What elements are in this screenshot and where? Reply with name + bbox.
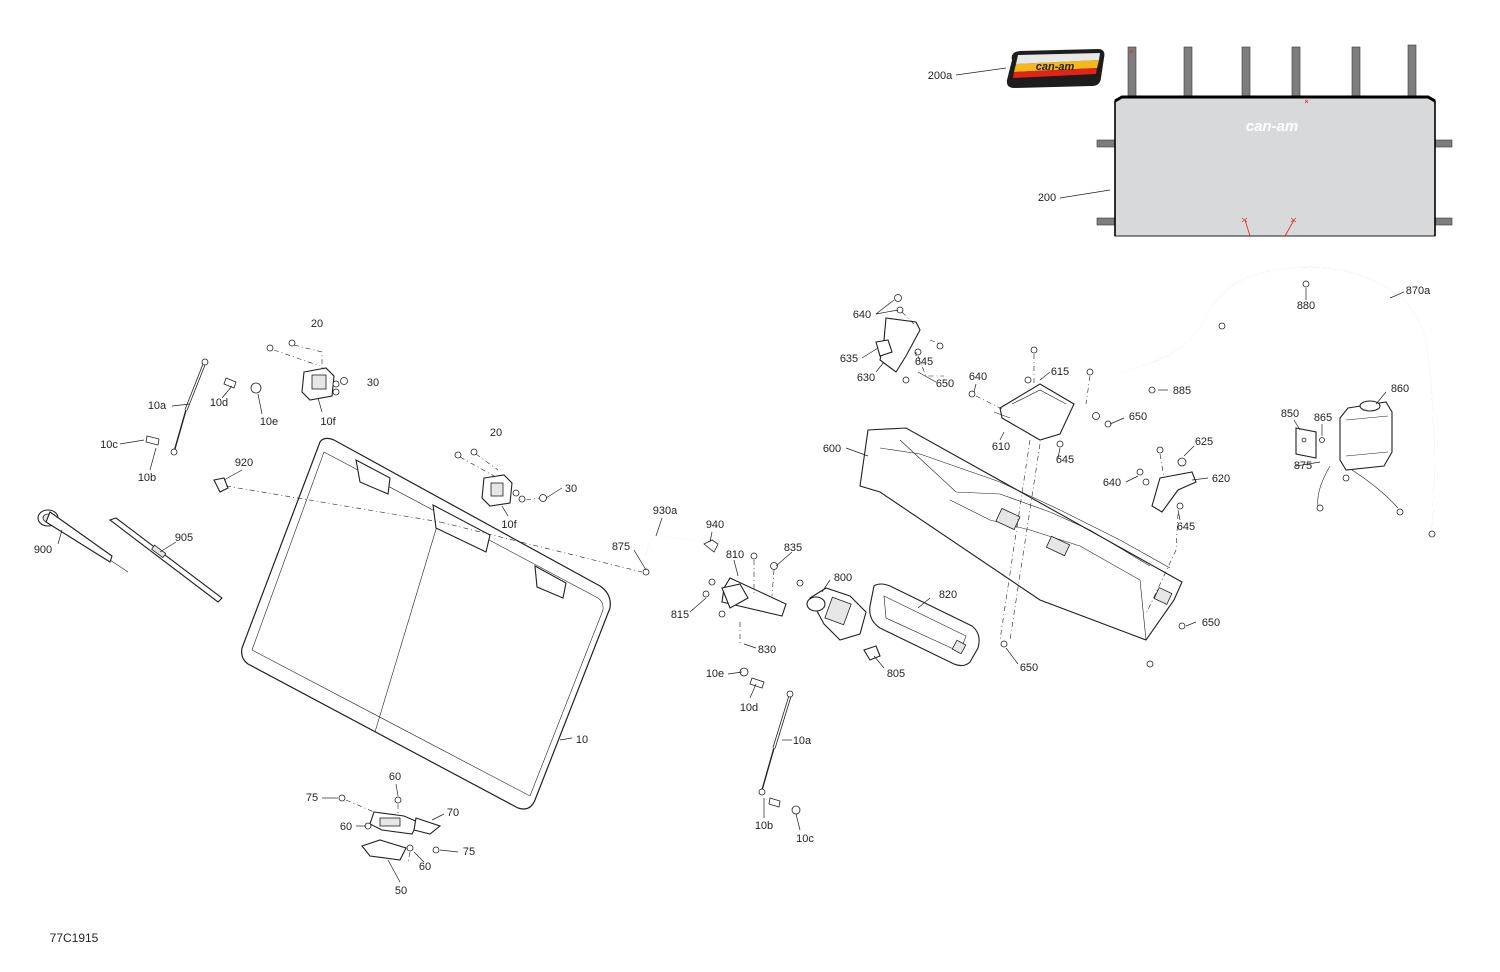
- label-650-bottom: 650: [1020, 662, 1038, 674]
- label-820: 820: [939, 589, 957, 601]
- label-880: 880: [1297, 300, 1315, 312]
- label-60-left: 60: [340, 821, 352, 833]
- label-75-left: 75: [306, 792, 318, 804]
- label-870a: 870a: [1406, 285, 1431, 297]
- label-865: 865: [1314, 412, 1332, 424]
- label-640-right: 640: [1103, 477, 1121, 489]
- wiper-arm: [37, 509, 129, 573]
- part-labels: 200a 200 20 30 10d 10a 10e 10f 10c 10b 9…: [34, 70, 1431, 897]
- label-630: 630: [857, 372, 875, 384]
- label-75-right: 75: [463, 846, 475, 858]
- latch-assembly: [338, 794, 442, 863]
- label-60-bottom: 60: [419, 861, 431, 873]
- wiper-blade: [108, 517, 223, 603]
- label-650-right: 650: [1202, 617, 1220, 629]
- label-20-upper: 20: [311, 318, 323, 330]
- label-635: 635: [840, 353, 858, 365]
- label-860: 860: [1391, 383, 1409, 395]
- label-645-top: 645: [915, 356, 933, 368]
- label-620: 620: [1212, 473, 1230, 485]
- label-200: 200: [1038, 192, 1056, 204]
- label-10f-upper: 10f: [320, 416, 336, 428]
- label-625: 625: [1195, 436, 1213, 448]
- label-20-lower: 20: [490, 427, 502, 439]
- label-885: 885: [1173, 385, 1191, 397]
- label-810: 810: [726, 549, 744, 561]
- label-10e-left: 10e: [260, 416, 278, 428]
- label-900: 900: [34, 544, 52, 556]
- bracket-610: [968, 346, 1112, 641]
- label-600: 600: [823, 443, 841, 455]
- label-645-right: 645: [1177, 521, 1195, 533]
- washer-reservoir: [1339, 400, 1393, 471]
- leader-lines: [57, 67, 1405, 883]
- washer-hose-rear: [1119, 266, 1436, 538]
- label-830: 830: [758, 644, 776, 656]
- label-615: 615: [1051, 366, 1069, 378]
- label-10c-right: 10c: [796, 833, 814, 845]
- label-800: 800: [834, 572, 852, 584]
- label-875-rear: 875: [1294, 460, 1312, 472]
- label-10d-left: 10d: [210, 397, 228, 409]
- windshield-glass: [241, 437, 611, 810]
- label-650-top: 650: [936, 378, 954, 390]
- bracket-630: [875, 294, 944, 384]
- label-10c-left: 10c: [100, 439, 118, 451]
- wiper-motor: [806, 587, 881, 661]
- diagram-code: 77C1915: [50, 931, 99, 945]
- label-60-top: 60: [389, 771, 401, 783]
- bracket-620: [1136, 446, 1197, 615]
- can-am-logo-badge: can-am: [1006, 49, 1105, 88]
- label-70: 70: [447, 807, 459, 819]
- right-gas-strut: [739, 667, 801, 815]
- label-815: 815: [671, 609, 689, 621]
- label-940: 940: [706, 519, 724, 531]
- label-10d-right: 10d: [740, 702, 758, 714]
- label-905: 905: [175, 532, 193, 544]
- cargo-net: can-am: [1096, 44, 1453, 237]
- hinge-lower: [454, 448, 547, 507]
- clip-920: [213, 477, 643, 573]
- label-30-upper: 30: [367, 377, 379, 389]
- wiper-motor-bracket: [702, 552, 804, 644]
- washer-hose-front: [642, 535, 719, 576]
- logo-text: can-am: [1036, 61, 1075, 73]
- label-930a: 930a: [653, 505, 678, 517]
- label-10b-right: 10b: [755, 820, 773, 832]
- label-10a-left: 10a: [148, 400, 167, 412]
- label-920: 920: [235, 457, 253, 469]
- wiper-motor-cover: [869, 583, 980, 667]
- label-50: 50: [395, 885, 407, 897]
- label-10a-right: 10a: [793, 735, 812, 747]
- label-645-middle: 645: [1056, 454, 1074, 466]
- label-640-top: 640: [853, 309, 871, 321]
- left-gas-strut: [145, 358, 262, 456]
- label-10b-left: 10b: [138, 472, 156, 484]
- label-10e-right: 10e: [706, 668, 724, 680]
- net-logo-text: can-am: [1246, 118, 1299, 135]
- label-200a: 200a: [928, 70, 953, 82]
- label-30-lower: 30: [565, 483, 577, 495]
- label-850: 850: [1281, 408, 1299, 420]
- hinge-upper: [266, 339, 348, 401]
- label-640-middle: 640: [969, 371, 987, 383]
- label-610: 610: [992, 441, 1010, 453]
- dash-panel: [859, 427, 1186, 668]
- label-805: 805: [887, 668, 905, 680]
- label-650-middle: 650: [1129, 411, 1147, 423]
- label-835: 835: [784, 542, 802, 554]
- label-10f-lower: 10f: [501, 519, 517, 531]
- label-10: 10: [576, 734, 588, 746]
- label-875-front: 875: [612, 541, 630, 553]
- reservoir-bracket: [1295, 427, 1325, 459]
